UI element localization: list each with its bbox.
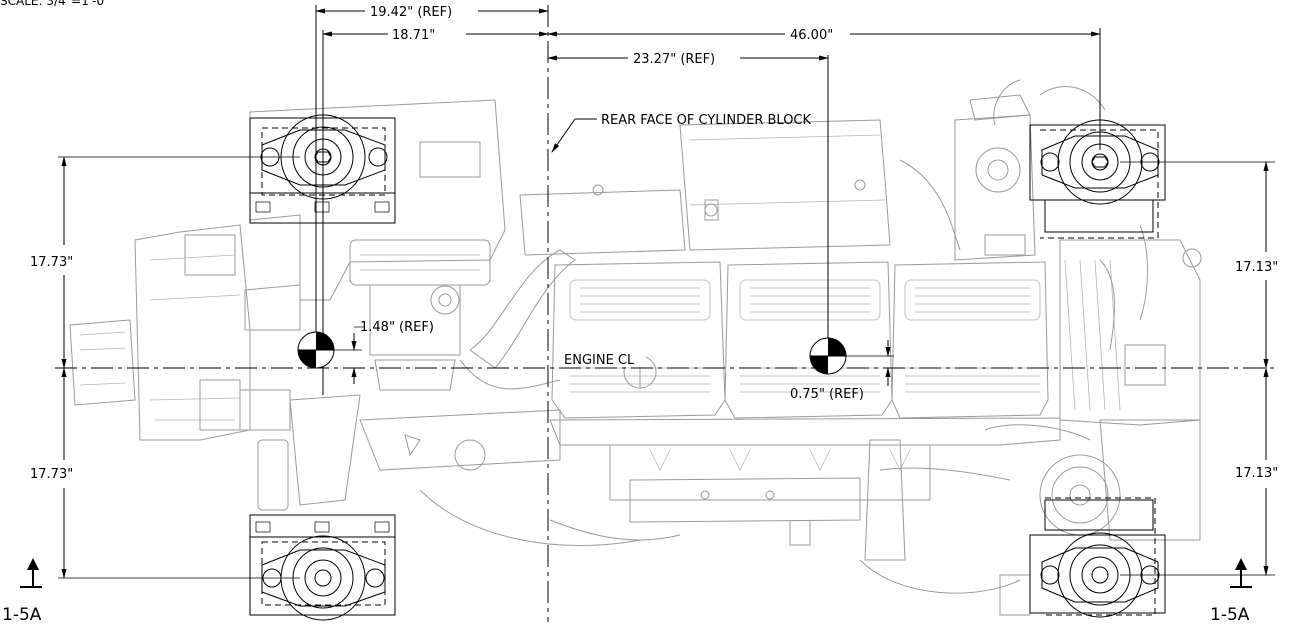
dim-46-00: 46.00" — [790, 28, 833, 43]
dim-17-13-lower: 17.13" — [1235, 466, 1278, 481]
engine-outline — [69, 79, 1202, 616]
rocker-cover-2 — [724, 261, 893, 419]
section-mark-left: 1-5A — [2, 558, 42, 625]
dim-1-48: 1.48" (REF) — [360, 320, 434, 335]
cg-symbol-left — [297, 331, 335, 369]
section-mark-right: 1-5A — [1210, 558, 1252, 625]
dim-0-75: 0.75" (REF) — [790, 387, 864, 402]
engine-mount-upper-right — [1029, 119, 1166, 239]
label-engine-cl: ENGINE CL — [564, 353, 635, 368]
dim-17-73-upper: 17.73" — [30, 255, 73, 270]
rocker-cover-1 — [551, 261, 726, 419]
dim-17-73-lower: 17.73" — [30, 467, 73, 482]
engine-mount-lower-right — [1029, 497, 1166, 618]
engine-mount-lower-left — [249, 514, 396, 621]
dim-17-13-upper: 17.13" — [1235, 260, 1278, 275]
dim-18-71: 18.71" — [392, 28, 435, 43]
rocker-cover-3 — [891, 261, 1049, 419]
dim-23-27: 23.27" (REF) — [633, 52, 715, 67]
cg-symbol-right — [809, 337, 847, 375]
section-label-right: 1-5A — [1210, 605, 1250, 625]
dim-19-42: 19.42" (REF) — [370, 5, 452, 20]
label-rear-face: REAR FACE OF CYLINDER BLOCK — [601, 113, 812, 128]
section-label-left: 1-5A — [2, 605, 42, 625]
scale-note: SCALE: 3/4"=1'-0" — [0, 0, 110, 8]
